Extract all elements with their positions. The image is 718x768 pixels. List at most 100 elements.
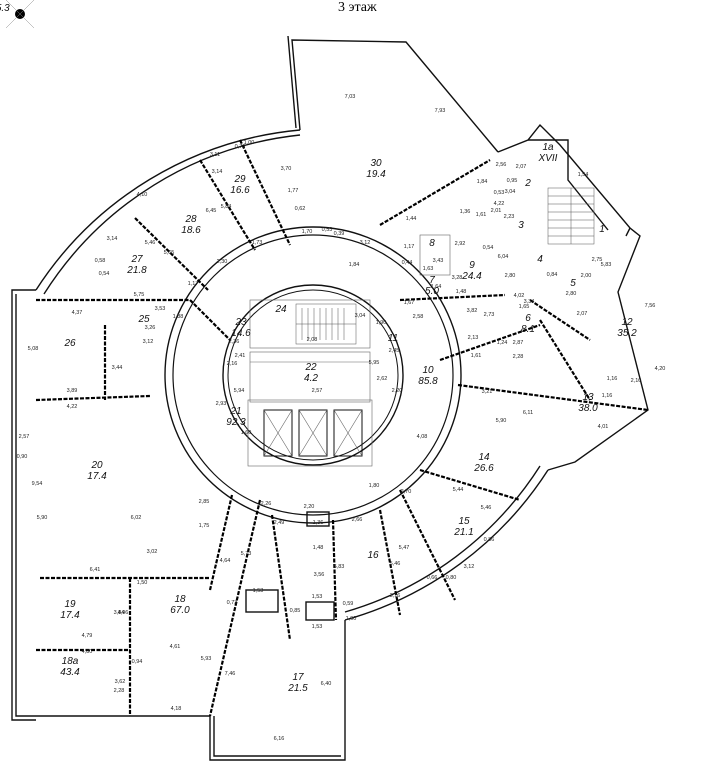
dimension-label: 0,94 [132,659,143,665]
room-area: 16.6 [230,185,250,196]
dimension-label: 0,54 [483,245,494,251]
dimension-label: 2,66 [352,517,363,523]
dimension-label: 3,56 [314,572,325,578]
small-rooms [245,234,451,621]
dimension-label: 1,44 [406,216,417,222]
dimension-label: 2,73 [484,312,495,318]
room-area: 24.4 [461,271,482,282]
dimension-label: 2,20 [304,504,315,510]
dimension-label: 2,07 [516,164,527,170]
room-area: 35.2 [617,328,637,339]
room-area: 4.2 [304,373,318,384]
dimension-label: 3,12 [464,564,475,570]
dimension-label: 2,92 [455,241,466,247]
room-area: 8.1 [521,324,535,335]
room-area: 18.6 [181,225,201,236]
dimension-label: 4,18 [171,706,182,712]
room-area: 5.0 [425,286,439,297]
dimension-label: 1,84 [349,262,360,268]
dimension-label: 0,53 [494,190,505,196]
dimension-label: 1,24 [497,340,508,346]
room-number: 7 [429,275,435,286]
dimension-label: 2,80 [505,273,516,279]
dimension-label: 0,90 [17,454,28,460]
dimension-label: 0,73 [227,600,238,606]
dimension-label: 3,16 [390,593,401,599]
dimension-label: 0,62 [295,206,306,212]
dimension-label: 4,80 [82,649,93,655]
room-number: 20 [90,460,103,471]
dimension-label: 1,65 [519,304,530,310]
dimension-label: 6,04 [498,254,509,260]
ne-stair [528,139,609,245]
room-area: 21.8 [126,265,147,276]
room-labels: 1aXVII1234568.175.08924.41085.8111235.21… [0,0,637,694]
dimension-label: 0,86 [484,537,495,543]
room-number: 8 [429,238,435,249]
dimension-label: 5,73 [241,551,252,557]
room-area: 26.6 [473,463,494,474]
dimension-label: 0,44 [402,260,413,266]
dimension-label: 1,90 [376,320,387,326]
room-number: 11 [388,333,398,344]
dimension-label: 6,45 [206,208,217,214]
dimension-label: 2,93 [216,401,227,407]
dimension-label: 2,57 [312,388,323,394]
dimension-label: 3,53 [155,306,166,312]
dimension-label: 3,44 [112,365,123,371]
dimension-label: 0,59 [343,601,354,607]
dimension-label: 6,40 [321,681,332,687]
dimension-label: 2,28 [114,688,125,694]
dimension-label: 4,22 [494,201,505,207]
dimension-label: 5,83 [601,262,612,268]
room-area: 19.4 [366,169,386,180]
dimension-label: 6,16 [274,736,285,742]
room-number: 24 [274,304,287,315]
dimension-label: 0,54 [99,271,110,277]
outer-walls [11,35,649,761]
dimension-label: 2,01 [491,208,502,214]
dimension-label: 2,56 [496,162,507,168]
dimension-label: 2,57 [19,434,30,440]
dimension-label: 5,46 [390,561,401,567]
room-number: 1 [599,224,605,235]
dimension-label: 1,63 [423,266,434,272]
dimension-label: 3,12 [143,339,154,345]
compass-icon [5,0,35,29]
dimension-label: 2,85 [199,499,210,505]
dimension-label: 3,70 [281,166,292,172]
dimension-label: 5,90 [496,418,507,424]
dimension-label: 4,22 [67,404,78,410]
dimension-label: 6,41 [90,567,101,573]
dimension-label: 2,41 [235,353,246,359]
dimension-label: 1,54 [578,172,589,178]
dimension-label: 1,36 [313,520,324,526]
dimension-label: 5,93 [201,656,212,662]
dimension-label: 2,70 [401,489,412,495]
dimension-label: 4,01 [598,424,609,430]
dimension-label: 3,04 [505,189,516,195]
dimension-label: 1,80 [369,483,380,489]
room-area: 38.0 [578,403,598,414]
dimension-label: 5,95 [369,360,380,366]
dimension-label: 4,20 [655,366,666,372]
dimension-label: 1,36 [460,209,471,215]
room-area: 17.4 [87,471,107,482]
partitions [35,139,649,717]
room-number: 26 [63,338,76,349]
room-sub: XVII [538,153,558,164]
dimension-label: 2,07 [577,311,588,317]
dimension-label: 0,39 [334,231,345,237]
dimension-label: 3,62 [115,679,126,685]
dimension-label: 1,61 [471,353,482,359]
dimension-label: 2,20 [392,388,403,394]
room-number: 6 [525,313,531,324]
dimension-label: 1,88 [173,314,184,320]
room-number: 12 [621,317,633,328]
dimension-label: 4,02 [514,293,525,299]
dimension-label: 1,00 [244,140,255,146]
dimension-label: 3,12 [360,240,371,246]
room-number: 22 [304,362,317,373]
